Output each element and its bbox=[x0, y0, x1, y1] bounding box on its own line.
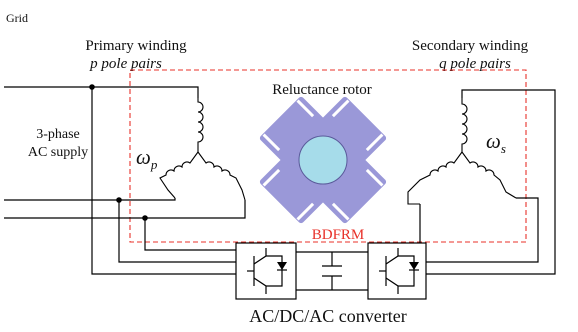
primary-pole-pairs-label: p pole pairs bbox=[89, 56, 162, 72]
grid-label: Grid bbox=[6, 11, 28, 25]
inverter-box bbox=[367, 242, 427, 300]
omega-s-label: ωs bbox=[486, 129, 506, 156]
primary-winding-label: Primary winding bbox=[85, 38, 187, 54]
ac-dc-ac-converter bbox=[235, 242, 427, 300]
primary-winding bbox=[159, 98, 246, 201]
omega-p-label: ωp bbox=[136, 145, 158, 172]
reluctance-rotor-label: Reluctance rotor bbox=[272, 82, 372, 98]
converter-label: AC/DC/AC converter bbox=[249, 306, 406, 326]
secondary-pole-pairs-label: q pole pairs bbox=[439, 56, 511, 72]
secondary-winding-label: Secondary winding bbox=[412, 38, 529, 54]
bdfrm-boundary bbox=[129, 69, 527, 243]
supply-label-line2: AC supply bbox=[28, 145, 88, 160]
igbt-right bbox=[379, 248, 419, 294]
supply-label-line1: 3-phase bbox=[36, 127, 80, 142]
secondary-winding bbox=[407, 89, 556, 275]
reluctance-rotor bbox=[259, 96, 387, 224]
igbt-left bbox=[247, 248, 287, 294]
bdfrm-label: BDFRM bbox=[312, 227, 365, 243]
rotor-shaft bbox=[298, 135, 348, 185]
supply-lines bbox=[4, 84, 246, 275]
